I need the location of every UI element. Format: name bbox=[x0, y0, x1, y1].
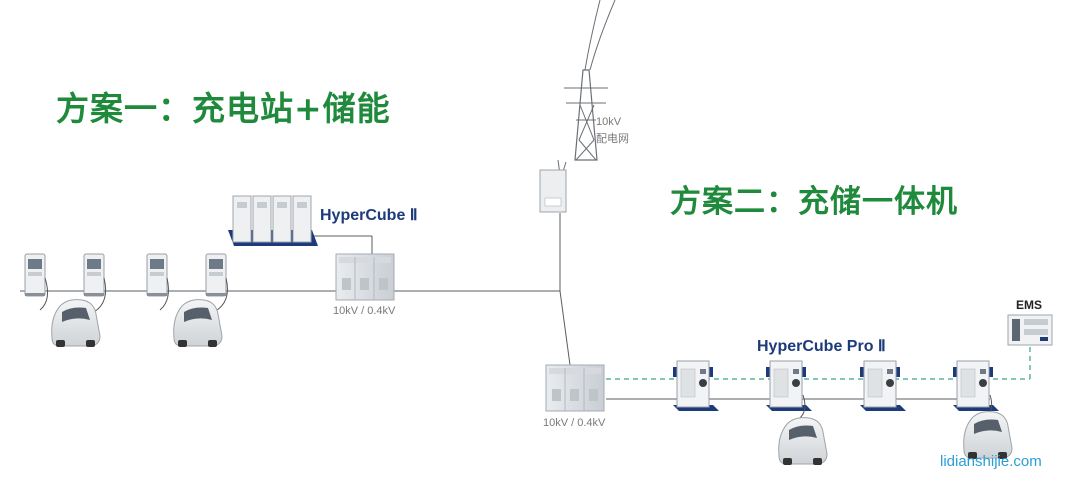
ems-device bbox=[1007, 314, 1053, 346]
charger-icon bbox=[83, 253, 105, 297]
ems-label: EMS bbox=[1016, 298, 1043, 312]
car-icon bbox=[963, 411, 1013, 460]
plan2-title: 方案二：充储一体机 bbox=[670, 184, 958, 220]
pole-switch bbox=[539, 169, 567, 213]
transformer-left-label: 10kV / 0.4kV bbox=[333, 305, 396, 317]
car-icon bbox=[173, 299, 223, 348]
grid-voltage-label: 10kV bbox=[596, 116, 622, 128]
power-tower bbox=[557, 0, 616, 176]
hypercube-pro-cabinet-icon bbox=[672, 360, 720, 412]
hypercube-pro2-label: HyperCube Pro Ⅱ bbox=[757, 338, 886, 355]
hypercube2-label: HyperCube Ⅱ bbox=[320, 207, 418, 224]
transformer-left-icon bbox=[335, 253, 395, 301]
car-icon bbox=[51, 299, 101, 348]
charger-icon bbox=[205, 253, 227, 297]
power-lines bbox=[20, 213, 990, 400]
grid-name-label: 配电网 bbox=[596, 133, 629, 145]
hypercube-pro-cabinet-icon bbox=[859, 360, 907, 412]
car-icon bbox=[778, 417, 828, 466]
watermark: lidianshijie.com bbox=[940, 453, 1042, 470]
transformer-right-label: 10kV / 0.4kV bbox=[543, 417, 606, 429]
charger-icon bbox=[24, 253, 46, 297]
plan1-title: 方案一：充电站+储能 bbox=[56, 89, 391, 128]
transformer-right-icon bbox=[545, 364, 605, 412]
hypercube2-storage bbox=[228, 195, 318, 246]
charger-icon bbox=[146, 253, 168, 297]
right-feed-line bbox=[559, 290, 571, 366]
